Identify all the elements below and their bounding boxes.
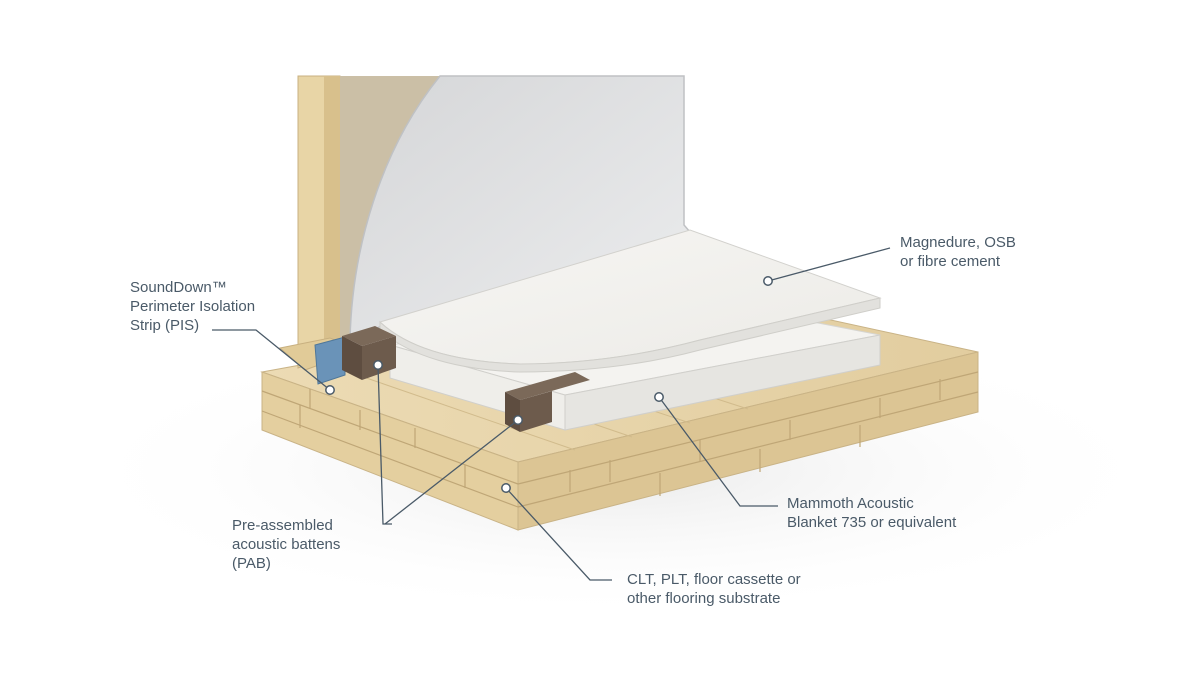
timber-stud-side bbox=[324, 76, 340, 360]
perimeter-isolation-strip bbox=[314, 336, 346, 385]
callout-board-line-1: Magnedure, OSB bbox=[900, 234, 1016, 251]
callout-pis-line-2: Perimeter Isolation bbox=[130, 298, 256, 315]
dot-pis bbox=[325, 385, 335, 395]
leader-blanket bbox=[658, 396, 778, 507]
dot-substrate bbox=[501, 483, 511, 493]
leader-lines bbox=[212, 247, 891, 581]
callout-blanket-line-2: Blanket 735 or equivalent bbox=[787, 514, 957, 531]
callout-substrate-line-2: other flooring substrate bbox=[627, 590, 781, 607]
leader-pis bbox=[212, 329, 331, 391]
batten-2-side bbox=[520, 391, 552, 432]
wall-assembly bbox=[278, 75, 692, 371]
dot-pab-2 bbox=[513, 415, 523, 425]
batten-1-side bbox=[362, 336, 396, 380]
callout-pab-line-2: acoustic battens bbox=[232, 536, 341, 553]
leader-substrate bbox=[505, 487, 612, 581]
acoustic-battens bbox=[342, 326, 590, 432]
leader-pab-2 bbox=[384, 419, 519, 525]
clt-right-face bbox=[517, 351, 979, 531]
callout-substrate: CLT, PLT, floor cassette or other floori… bbox=[627, 570, 801, 608]
batten-1-front bbox=[342, 336, 362, 380]
batten-2-top bbox=[505, 372, 590, 400]
wall-insulation bbox=[340, 76, 440, 355]
callout-substrate-line-1: CLT, PLT, floor cassette or bbox=[627, 571, 801, 588]
leader-board bbox=[767, 247, 891, 282]
dot-pab-1 bbox=[373, 360, 383, 370]
leader-pab-1 bbox=[377, 364, 392, 525]
callout-blanket-line-1: Mammoth Acoustic bbox=[787, 495, 914, 512]
batten-1-top bbox=[342, 326, 396, 346]
callout-pab-line-1: Pre-assembled bbox=[232, 517, 333, 534]
callout-pab: Pre-assembled acoustic battens (PAB) bbox=[232, 516, 340, 573]
callout-board: Magnedure, OSB or fibre cement bbox=[900, 233, 1016, 271]
callout-board-line-2: or fibre cement bbox=[900, 253, 1001, 270]
callout-blanket: Mammoth Acoustic Blanket 735 or equivale… bbox=[787, 494, 956, 532]
board-edge bbox=[379, 297, 881, 373]
floor-board bbox=[379, 229, 882, 373]
clt-lamella-lines bbox=[261, 371, 979, 508]
dot-blanket bbox=[654, 392, 664, 402]
leader-dots bbox=[325, 276, 773, 493]
callout-pis: SoundDown™ Perimeter Isolation Strip (PI… bbox=[130, 278, 255, 335]
callout-pis-line-3: Strip (PIS) bbox=[130, 317, 200, 334]
dot-board bbox=[763, 276, 773, 286]
callout-pis-line-1: SoundDown™ bbox=[130, 279, 227, 296]
callout-pab-line-3: (PAB) bbox=[232, 555, 271, 572]
